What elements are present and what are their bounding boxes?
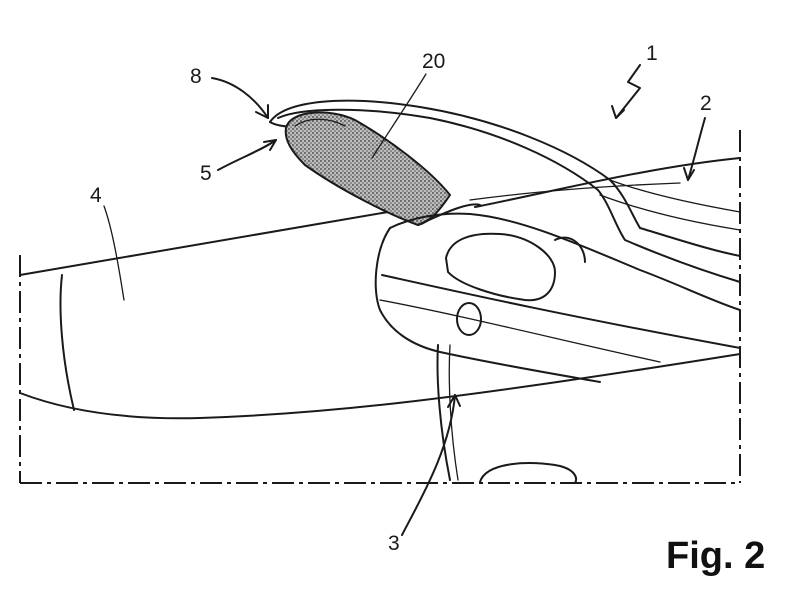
body-part-4 bbox=[19, 157, 741, 420]
frame-lines bbox=[19, 130, 741, 484]
shaded-element-20 bbox=[284, 111, 452, 227]
numeral-20: 20 bbox=[422, 50, 445, 73]
reference-1: 1 bbox=[611, 42, 658, 119]
figure-caption: Fig. 2 bbox=[666, 535, 765, 577]
numeral-8: 8 bbox=[190, 65, 202, 88]
reference-20: 20 bbox=[371, 50, 445, 159]
numeral-3: 3 bbox=[388, 532, 400, 555]
reference-2: 2 bbox=[683, 92, 712, 181]
canopy-frame bbox=[269, 99, 741, 283]
numeral-2: 2 bbox=[700, 92, 712, 115]
reference-8: 8 bbox=[190, 65, 269, 119]
reference-3: 3 bbox=[388, 394, 461, 555]
reference-5: 5 bbox=[200, 139, 277, 185]
numeral-4: 4 bbox=[90, 184, 102, 207]
housing-part-3 bbox=[374, 203, 741, 484]
numeral-1: 1 bbox=[646, 42, 658, 65]
numeral-5: 5 bbox=[200, 162, 212, 185]
reference-4: 4 bbox=[90, 184, 125, 301]
